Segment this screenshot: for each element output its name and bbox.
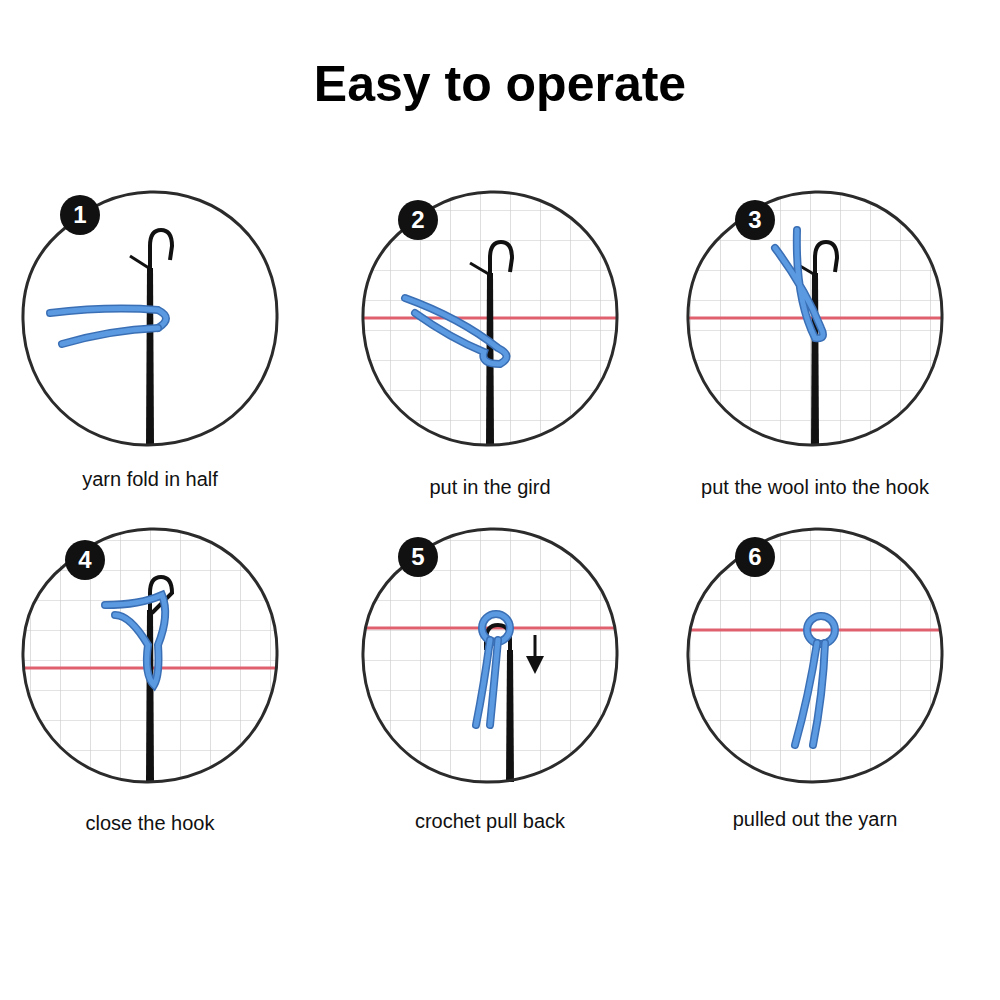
callout-number: 5 bbox=[397, 543, 439, 571]
step-number-badge: 5 bbox=[397, 536, 439, 578]
panel-outline bbox=[360, 525, 620, 785]
callout-number: 6 bbox=[734, 543, 776, 571]
step-caption: put the wool into the hook bbox=[701, 476, 929, 499]
step-panel: close the hook4 bbox=[20, 525, 280, 785]
hook-illustration bbox=[50, 230, 172, 445]
step-caption: yarn fold in half bbox=[82, 468, 218, 491]
callout-number: 3 bbox=[734, 206, 776, 234]
panel-outline bbox=[685, 188, 945, 448]
hook-illustration bbox=[405, 242, 512, 445]
step-panel: pulled out the yarn6 bbox=[685, 525, 945, 785]
hook-illustration bbox=[105, 577, 172, 782]
step-caption: crochet pull back bbox=[415, 810, 565, 833]
hook-illustration bbox=[476, 614, 535, 782]
step-number-badge: 2 bbox=[397, 199, 439, 241]
step-panel: yarn fold in half1 bbox=[20, 188, 280, 448]
callout-number: 4 bbox=[64, 546, 106, 574]
callout-number: 1 bbox=[59, 201, 101, 229]
step-number-badge: 4 bbox=[64, 539, 106, 581]
grid-background bbox=[15, 190, 950, 785]
callout-number: 2 bbox=[397, 206, 439, 234]
step-number-badge: 3 bbox=[734, 199, 776, 241]
panel-outline bbox=[685, 525, 945, 785]
step-number-badge: 1 bbox=[59, 194, 101, 236]
step-caption: put in the gird bbox=[429, 476, 550, 499]
hook-illustration bbox=[775, 230, 837, 445]
step-caption: pulled out the yarn bbox=[733, 808, 898, 831]
panel-outline bbox=[20, 525, 280, 785]
panel-outline bbox=[20, 188, 280, 448]
step-panel: put in the gird2 bbox=[360, 188, 620, 448]
title: Easy to operate bbox=[0, 55, 1000, 113]
step-caption: close the hook bbox=[86, 812, 215, 835]
panel-outline bbox=[360, 188, 620, 448]
step-number-badge: 6 bbox=[734, 536, 776, 578]
step-panel: crochet pull back5 bbox=[360, 525, 620, 785]
step-panel: put the wool into the hook3 bbox=[685, 188, 945, 448]
knot-illustration bbox=[795, 616, 835, 745]
